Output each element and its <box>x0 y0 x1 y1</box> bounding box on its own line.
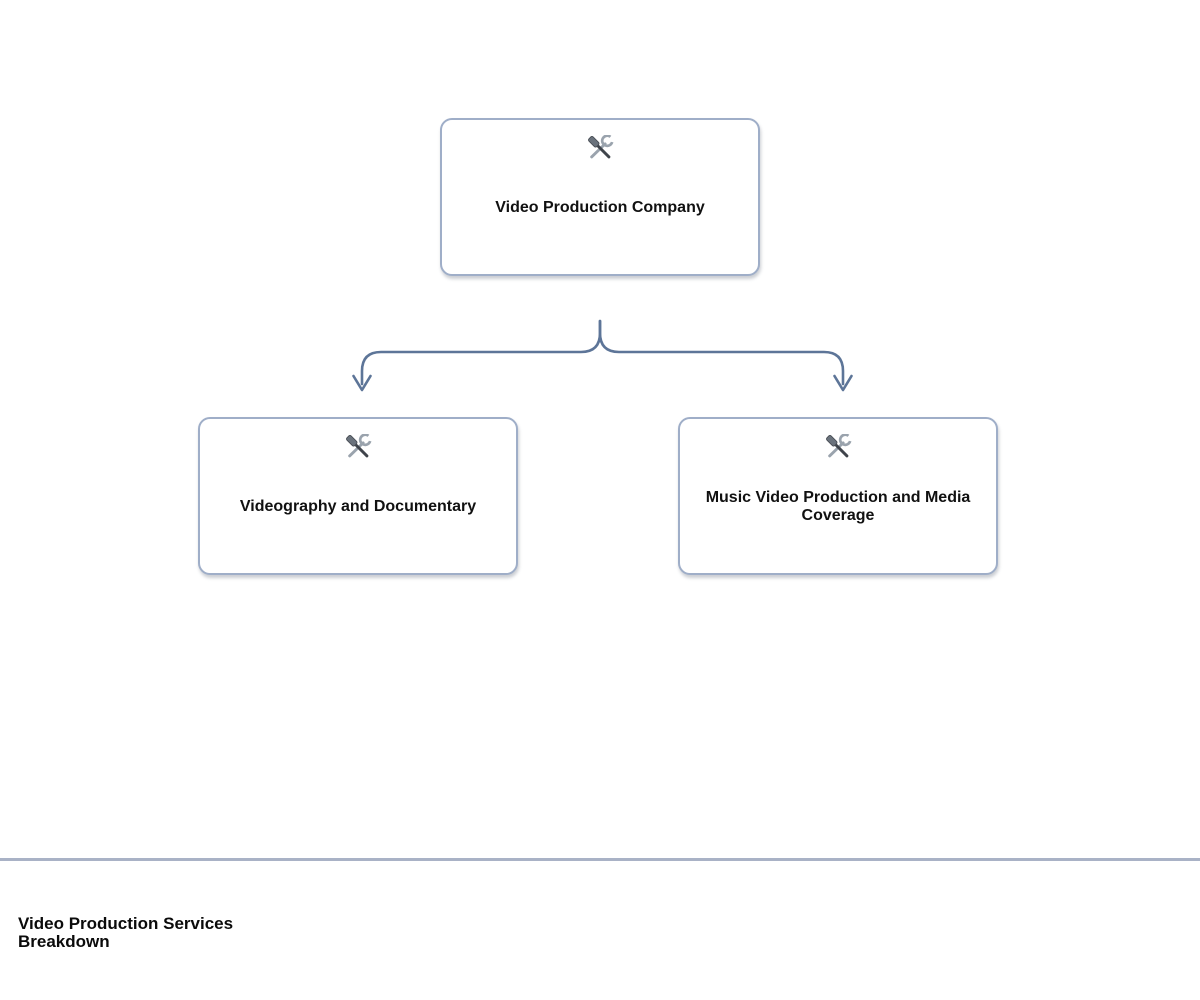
arrowhead-right <box>833 374 853 392</box>
arrowhead-left <box>352 374 372 392</box>
node-label: Video Production Company <box>495 198 705 216</box>
diagram-title-line-2: Breakdown <box>18 932 110 951</box>
node-label: Music Video Production and Media Coverag… <box>705 488 971 524</box>
footer-divider <box>0 858 1200 861</box>
edge-root-to-left <box>352 319 602 392</box>
hammer-and-wrench-icon <box>824 433 852 461</box>
hammer-and-wrench-icon <box>344 433 372 461</box>
node-label: Videography and Documentary <box>239 497 477 515</box>
node-video-production-company[interactable]: Video Production Company <box>440 118 760 276</box>
node-videography-and-documentary[interactable]: Videography and Documentary <box>198 417 518 575</box>
edge-root-to-right <box>598 319 853 392</box>
diagram-title-line-1: Video Production Services <box>18 914 234 933</box>
hammer-and-wrench-icon <box>586 134 614 162</box>
diagram-title: Video Production Services Breakdown <box>18 915 268 951</box>
node-music-video-production-and-media-coverage[interactable]: Music Video Production and Media Coverag… <box>678 417 998 575</box>
